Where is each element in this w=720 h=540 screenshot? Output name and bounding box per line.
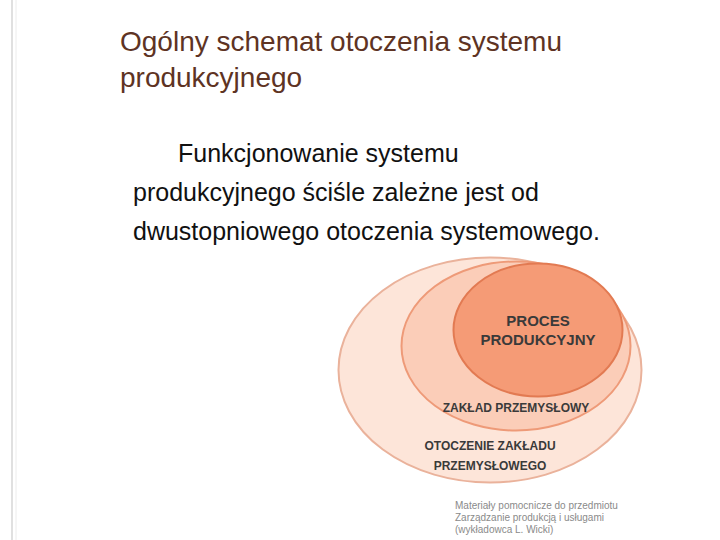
node-text: PROCES PRODUKCYJNY	[468, 311, 608, 349]
ellipse-outline	[452, 262, 624, 398]
ellipse-shape	[339, 258, 642, 483]
ellipse-shape	[454, 264, 623, 397]
slide-title: Ogólny schemat otoczenia systemu produkc…	[120, 24, 710, 97]
footer-note: Materiały pomocnicze do przedmiotu Zarzą…	[455, 500, 625, 536]
plant-ellipse: ZAKŁAD PRZEMYSŁOWY PROCES PRODUKCYJNY	[400, 260, 632, 432]
ellipse-shape	[402, 262, 631, 431]
node-text: OTOCZENIE ZAKŁADU PRZEMYSŁOWEGO	[390, 436, 590, 476]
process-circle: PROCES PRODUKCYJNY	[452, 262, 624, 398]
environment-ellipse: OTOCZENIE ZAKŁADU PRZEMYSŁOWEGOZAKŁAD PR…	[337, 256, 643, 484]
body-text: Funkcjonowanie systemu produkcyjnego ści…	[133, 134, 618, 250]
left-rule	[11, 0, 13, 540]
node-text: ZAKŁAD PRZEMYSŁOWY	[406, 400, 626, 416]
left-rule	[16, 0, 17, 540]
